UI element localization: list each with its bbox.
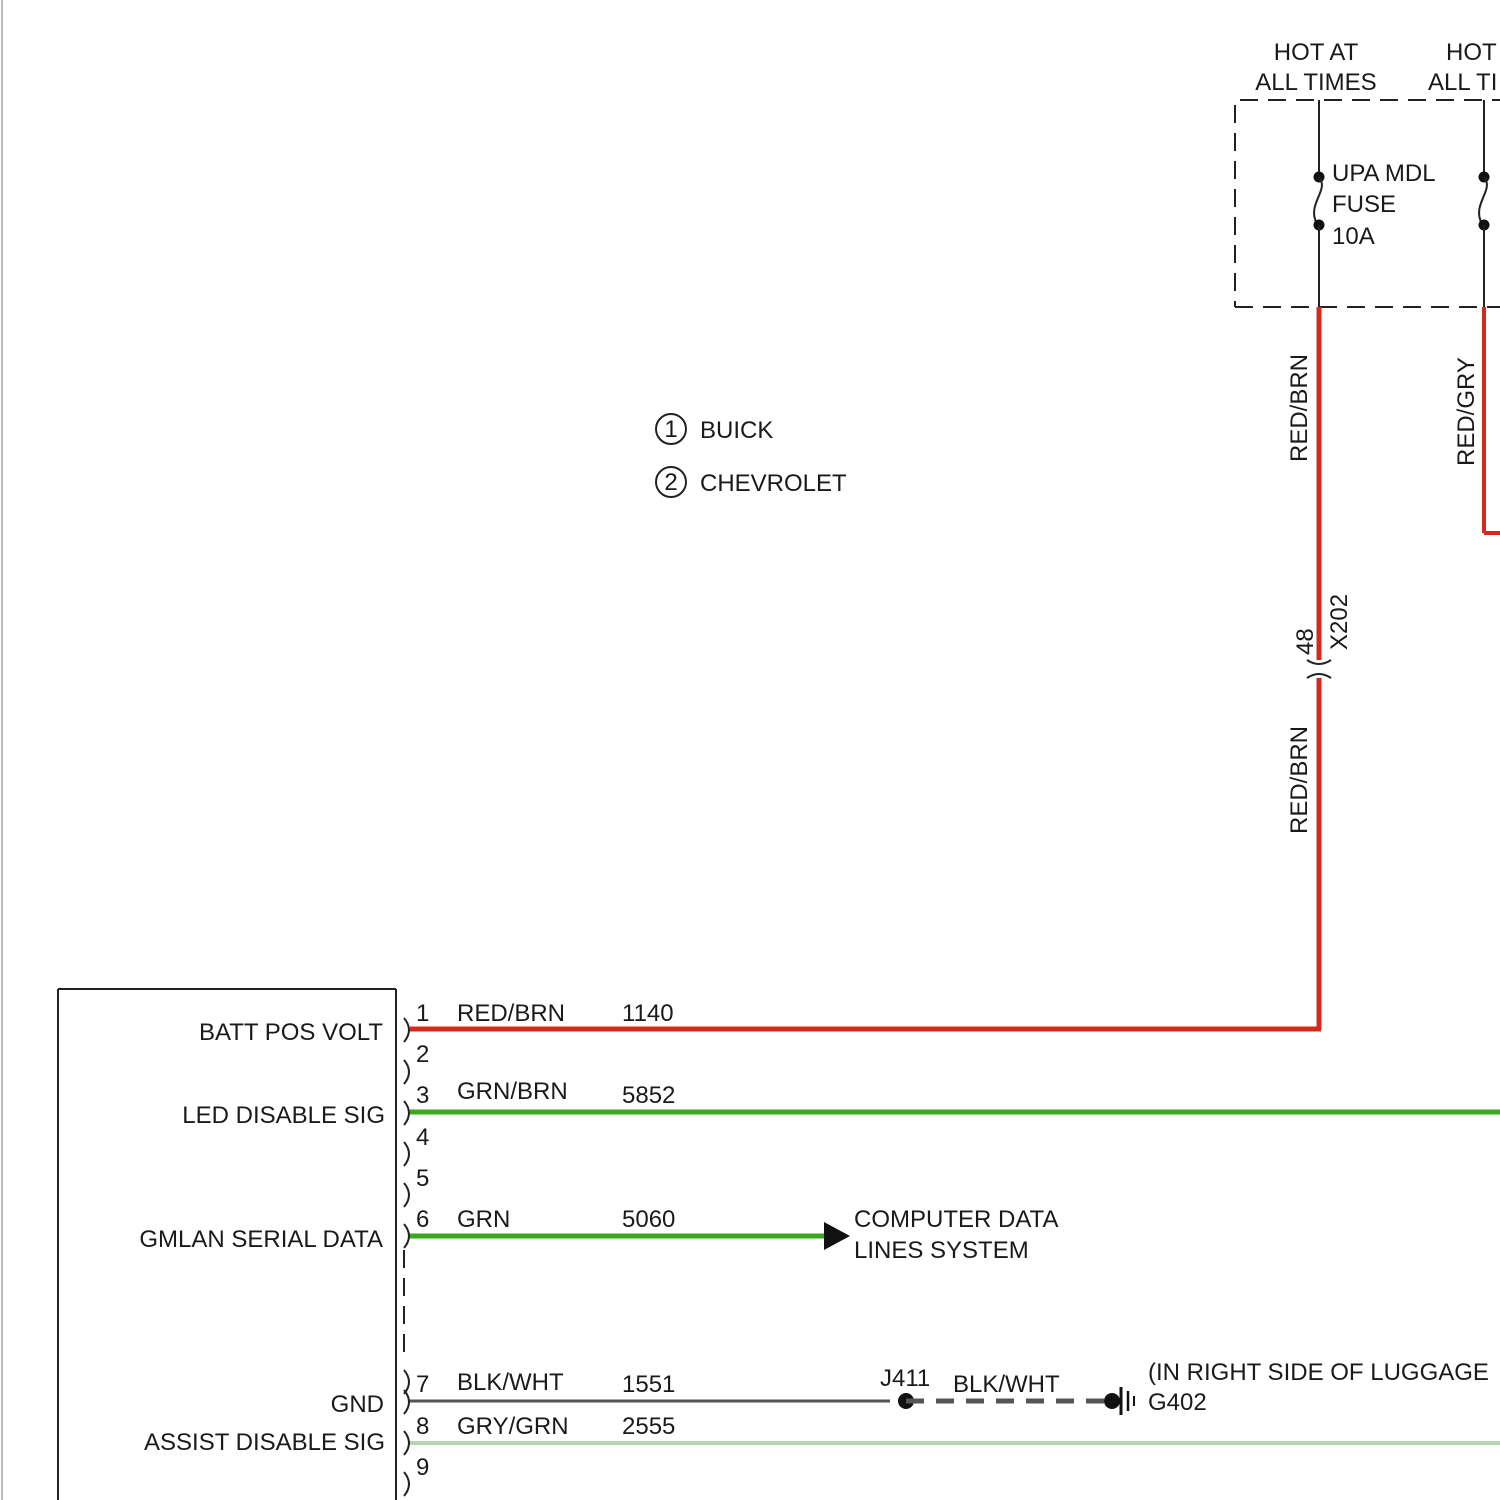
right-fuse <box>1479 100 1490 307</box>
circuit-number-pin-3: 5852 <box>622 1082 675 1109</box>
splice-j411: J411 <box>880 1365 930 1392</box>
pin-number-4: 4 <box>416 1124 429 1151</box>
ground-name-g402: G402 <box>1148 1389 1207 1416</box>
label-gmlan-serial-data: GMLAN SERIAL DATA <box>139 1226 383 1253</box>
arrow-to-computer-data-icon <box>824 1222 850 1250</box>
label-gnd: GND <box>331 1391 384 1418</box>
legend-number-1: 1 <box>664 416 677 443</box>
wire-red-gry <box>1484 307 1500 533</box>
pin-number-7: 7 <box>416 1371 429 1398</box>
fuse-rating: 10A <box>1332 223 1375 250</box>
legend-label-chevrolet: CHEVROLET <box>700 470 847 497</box>
connector-name-x202: X202 <box>1326 594 1353 650</box>
legend-number-2: 2 <box>664 469 677 496</box>
hot-right-label-line2: ALL TI <box>1428 69 1497 96</box>
wire-color-pin-1: RED/BRN <box>457 1000 565 1027</box>
label-batt-pos-volt: BATT POS VOLT <box>199 1019 383 1046</box>
fuse-name-line2: FUSE <box>1332 191 1396 218</box>
circuit-number-pin-8: 2555 <box>622 1413 675 1440</box>
ground-location: (IN RIGHT SIDE OF LUGGAGE <box>1148 1359 1489 1386</box>
hot-at-all-times-label-line2: ALL TIMES <box>1255 69 1376 96</box>
wire-label-red-brn-lower: RED/BRN <box>1286 726 1313 834</box>
ground-symbol-icon <box>1121 1387 1134 1415</box>
pin-number-3: 3 <box>416 1082 429 1109</box>
circuit-number-pin-7: 1551 <box>622 1371 675 1398</box>
pin-number-8: 8 <box>416 1413 429 1440</box>
pin-number-9: 9 <box>416 1454 429 1481</box>
connector-x202 <box>1307 660 1331 678</box>
hot-right-label-line1: HOT <box>1446 39 1497 66</box>
pin-number-5: 5 <box>416 1165 429 1192</box>
label-led-disable-sig: LED DISABLE SIG <box>182 1102 385 1129</box>
hot-at-all-times-label-line1: HOT AT <box>1274 39 1359 66</box>
legend-label-buick: BUICK <box>700 417 773 444</box>
wire-label-red-gry: RED/GRY <box>1453 357 1480 466</box>
connector-pin-48: 48 <box>1292 628 1319 655</box>
legend: 1 BUICK 2 CHEVROLET <box>656 414 847 497</box>
circuit-number-pin-1: 1140 <box>622 1000 674 1027</box>
wire-label-red-brn-upper: RED/BRN <box>1286 354 1313 462</box>
pin-number-1: 1 <box>416 1000 429 1027</box>
upa-mdl-fuse <box>1314 100 1325 307</box>
fuse-name-line1: UPA MDL <box>1332 160 1436 187</box>
wire-color-pin-3: GRN/BRN <box>457 1078 568 1105</box>
computer-data-label-line2: LINES SYSTEM <box>854 1237 1029 1264</box>
pin-number-6: 6 <box>416 1206 429 1233</box>
wire-color-pin-6: GRN <box>457 1206 510 1233</box>
pin-number-2: 2 <box>416 1041 429 1068</box>
label-assist-disable-sig: ASSIST DISABLE SIG <box>144 1429 385 1456</box>
circuit-number-pin-6: 5060 <box>622 1206 675 1233</box>
wire-color-pin-7: BLK/WHT <box>457 1369 564 1396</box>
wire-color-pin-8: GRY/GRN <box>457 1413 569 1440</box>
ground-wire-color: BLK/WHT <box>953 1371 1060 1398</box>
computer-data-label-line1: COMPUTER DATA <box>854 1206 1058 1233</box>
